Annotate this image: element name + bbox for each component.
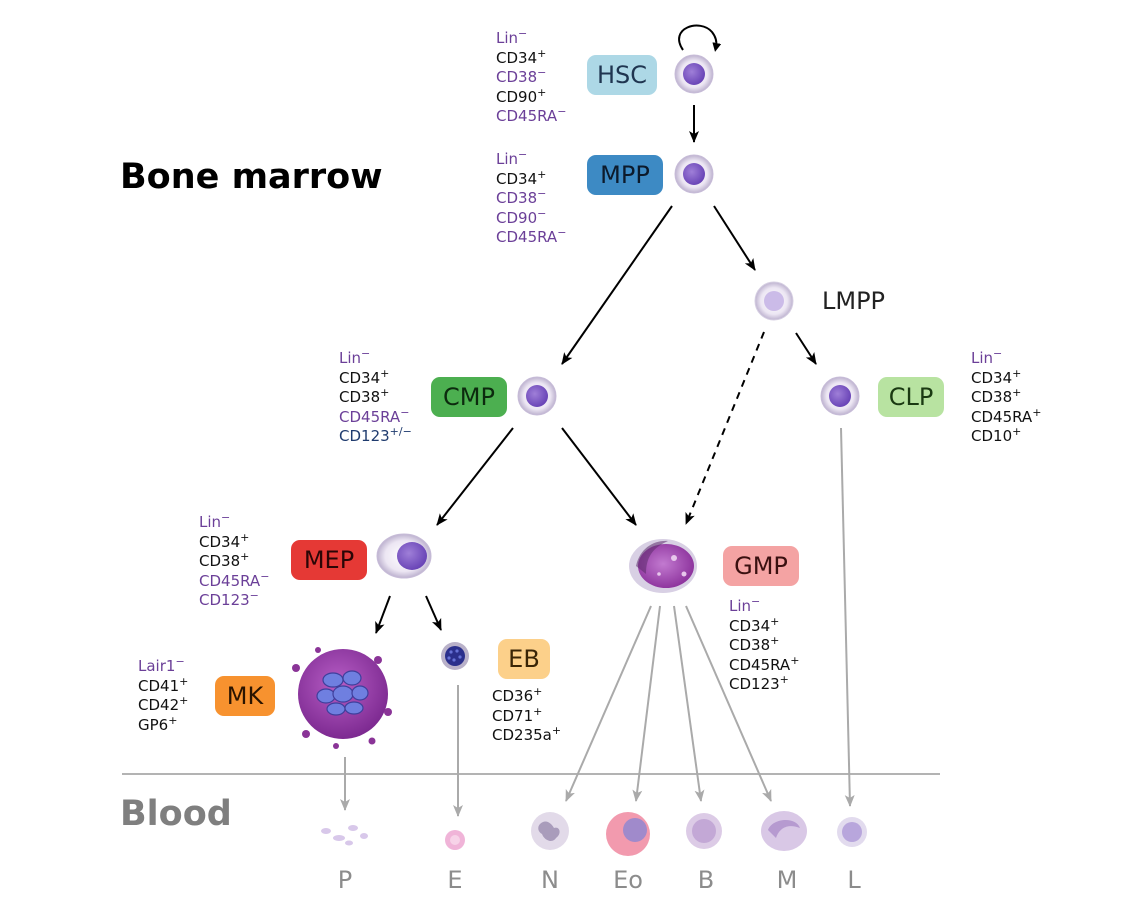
marker: CD38+ [199, 550, 250, 571]
gmp-label: GMP [723, 546, 799, 586]
arrow-mpp-lmpp [713, 205, 756, 271]
mep-cell [376, 533, 432, 579]
marker: CD34+ [339, 366, 390, 387]
arrow-cmp-mep [436, 427, 514, 526]
marker: CD45RA+ [729, 653, 800, 674]
marker: CD42+ [138, 694, 189, 715]
gmp-cell [629, 539, 697, 593]
marker: CD90+ [496, 85, 547, 106]
bone-marrow-title: Bone marrow [120, 157, 383, 197]
cmp-label: CMP [431, 377, 507, 417]
clp-markers: Lin−CD34+CD38+CD45RA+CD10+ [971, 347, 1042, 447]
hsc-cell [674, 54, 714, 94]
eb-label: EB [498, 639, 550, 679]
marker: CD123+ [729, 673, 789, 694]
blood-label-l: L [847, 866, 861, 894]
eb-cell [441, 642, 469, 670]
marker: CD38− [496, 187, 547, 208]
marker: GP6+ [138, 713, 178, 734]
arrow-mep-eb [425, 595, 442, 631]
gmp-markers: Lin−CD34+CD38+CD45RA+CD123+ [729, 595, 800, 695]
blood-label-n: N [541, 866, 559, 894]
hsc-markers: Lin−CD34+CD38−CD90+CD45RA− [496, 27, 567, 127]
marker: CD34+ [971, 366, 1022, 387]
lmpp-cell [754, 281, 794, 321]
lymphocyte-cell [837, 817, 867, 847]
monocyte-cell [761, 811, 807, 851]
clp-cell [820, 376, 860, 416]
marker: CD45RA− [199, 569, 270, 590]
arrow-lmpp-gmp [685, 331, 765, 525]
arrow-mep-mk [375, 595, 391, 634]
blood-label-m: M [776, 866, 798, 894]
marker: Lin− [496, 27, 528, 47]
hsc-label: HSC [587, 55, 657, 95]
marker: CD34+ [496, 167, 547, 188]
arrow-gmp-eo [632, 605, 661, 802]
arrow-clp-l [840, 427, 855, 807]
marker: CD123+/− [339, 425, 412, 446]
cmp-cell [517, 376, 557, 416]
basophil-cell [686, 813, 722, 849]
mpp-cell [674, 154, 714, 194]
marker: CD45RA− [496, 226, 567, 247]
mk-markers: Lair1−CD41+CD42+GP6+ [138, 655, 189, 735]
eosinophil-cell [606, 812, 650, 856]
arrow-mpp-cmp [561, 205, 673, 365]
marker: CD36+ [492, 685, 543, 705]
marker: CD38+ [971, 386, 1022, 407]
blood-label-e: E [447, 866, 463, 894]
marker: CD45RA− [496, 105, 567, 126]
marker: Lin− [199, 511, 231, 531]
marker: Lair1− [138, 655, 185, 675]
marker: CD10+ [971, 425, 1022, 446]
blood-label-eo: Eo [613, 866, 643, 894]
marker: CD45RA+ [971, 405, 1042, 426]
platelets-cell [321, 825, 368, 846]
mk-cell [292, 647, 392, 749]
marker: CD34+ [199, 530, 250, 551]
marker: CD235a+ [492, 724, 562, 745]
marker: CD123− [199, 589, 259, 610]
marker: CD34+ [729, 614, 780, 635]
marker: CD38+ [729, 634, 780, 655]
marker: Lin− [339, 347, 371, 367]
marker: Lin− [729, 595, 761, 615]
marker: CD90− [496, 206, 547, 227]
arrow-lmpp-clp [795, 332, 817, 365]
arrow-gmp-b [673, 605, 705, 802]
eb-markers: CD36+CD71+CD235a+ [492, 685, 562, 746]
mep-label: MEP [291, 540, 367, 580]
marker: CD71+ [492, 704, 543, 725]
self-renewal-arrow [678, 24, 722, 52]
marker: Lin− [496, 148, 528, 168]
blood-title: Blood [120, 794, 232, 834]
neutrophil-cell [531, 812, 569, 850]
blood-label-p: P [337, 866, 353, 894]
lmpp-label: LMPP [822, 287, 886, 315]
marker: CD34+ [496, 46, 547, 67]
arrow-cmp-gmp [561, 427, 637, 526]
mk-label: MK [215, 676, 275, 716]
marker: Lin− [971, 347, 1003, 367]
mpp-label: MPP [587, 155, 663, 195]
marker: CD45RA− [339, 405, 410, 426]
erythrocyte-cell [445, 830, 465, 850]
cmp-markers: Lin−CD34+CD38+CD45RA−CD123+/− [339, 347, 412, 447]
arrow-gmp-n [565, 605, 652, 802]
marker: CD38+ [339, 386, 390, 407]
mep-markers: Lin−CD34+CD38+CD45RA−CD123− [199, 511, 270, 611]
blood-label-b: B [697, 866, 715, 894]
marker: CD41+ [138, 674, 189, 695]
clp-label: CLP [878, 377, 944, 417]
marker: CD38− [496, 66, 547, 87]
mpp-markers: Lin−CD34+CD38−CD90−CD45RA− [496, 148, 567, 248]
arrow-gmp-m [685, 605, 772, 802]
